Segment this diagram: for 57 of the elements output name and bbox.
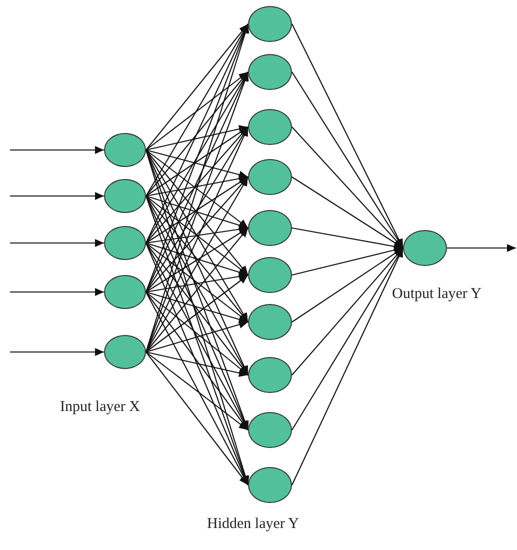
neuron-node (248, 467, 292, 503)
arrow (146, 24, 248, 196)
arrow (292, 246, 404, 276)
arrow (146, 291, 248, 324)
arrow (146, 242, 248, 276)
neuron-node (104, 275, 146, 309)
arrow (146, 150, 248, 322)
arrow (146, 72, 248, 196)
arrow (146, 126, 248, 196)
arrow (146, 228, 248, 292)
neuron-node (248, 6, 292, 42)
neuron-node (248, 159, 292, 195)
arrow (146, 72, 248, 244)
neuron-node (104, 133, 146, 167)
neuron-node (248, 357, 292, 393)
arrow (146, 195, 248, 230)
arrow (146, 24, 248, 244)
arrow (146, 292, 248, 376)
neuron-node (104, 226, 146, 260)
layer-label: Output layer Y (390, 285, 484, 304)
arrow (146, 274, 248, 352)
arrow (10, 348, 104, 356)
arrow (146, 228, 248, 352)
neuron-node (248, 109, 292, 145)
arrow (146, 150, 248, 228)
arrow (146, 242, 248, 430)
arrow (146, 352, 248, 430)
arrow (146, 174, 248, 197)
arrow (146, 352, 248, 486)
arrow (146, 351, 248, 377)
arrow (146, 292, 248, 486)
arrow (10, 288, 104, 296)
neuron-node (104, 179, 146, 213)
neuron-node (403, 230, 447, 266)
arrow (10, 192, 104, 200)
arrow (146, 292, 248, 430)
neuron-node (248, 412, 292, 448)
arrow (146, 320, 248, 353)
layer-label: Input layer X (58, 398, 142, 417)
arrow (146, 176, 248, 352)
arrow (146, 72, 248, 150)
neuron-node (248, 257, 292, 293)
arrow (447, 244, 516, 252)
neuron-node (104, 335, 146, 369)
arrow (10, 146, 104, 154)
arrow (10, 239, 104, 247)
arrow (146, 24, 248, 150)
arrow (292, 227, 404, 250)
layer-label: Hidden layer Y (205, 515, 301, 534)
arrow (146, 272, 248, 293)
arrow (146, 149, 248, 179)
neuron-node (248, 210, 292, 246)
arrow (146, 125, 248, 151)
neuron-node (248, 304, 292, 340)
arrow (146, 150, 248, 276)
arrow (146, 225, 248, 244)
neuron-node (248, 54, 292, 90)
